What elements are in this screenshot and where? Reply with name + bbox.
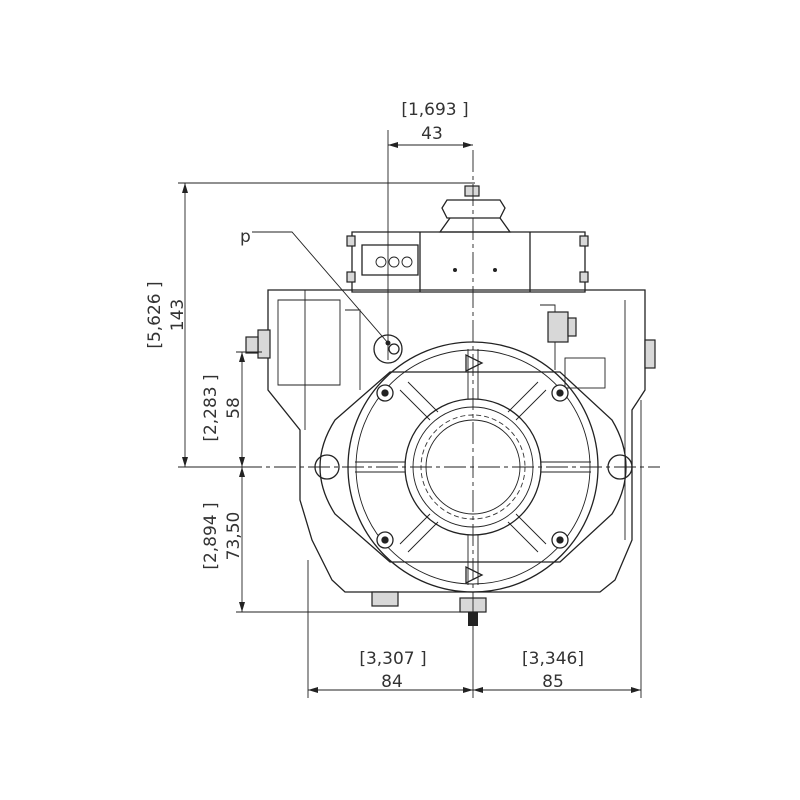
dim-right-width-inch: [3,346]	[522, 649, 584, 669]
dim-lower-height-mm: 73,50	[224, 512, 244, 561]
dim-lower-height-inch: [2,894 ]	[201, 502, 221, 569]
dim-upper-height-mm: 58	[224, 397, 244, 419]
dim-left-width-mm: 84	[381, 672, 403, 692]
dim-right-width-mm: 85	[542, 672, 564, 692]
dim-top-offset-mm: 43	[421, 124, 443, 144]
dim-upper-height-inch: [2,283 ]	[201, 374, 221, 441]
dimension-lines	[178, 130, 642, 698]
dim-total-height-inch: [5,626 ]	[145, 281, 165, 348]
port-label-p: p	[240, 227, 251, 247]
pump-body	[245, 185, 656, 626]
dim-total-height-mm: 143	[168, 299, 188, 331]
dim-left-width-inch: [3,307 ]	[359, 649, 426, 669]
dim-top-offset-inch: [1,693 ]	[401, 100, 468, 120]
